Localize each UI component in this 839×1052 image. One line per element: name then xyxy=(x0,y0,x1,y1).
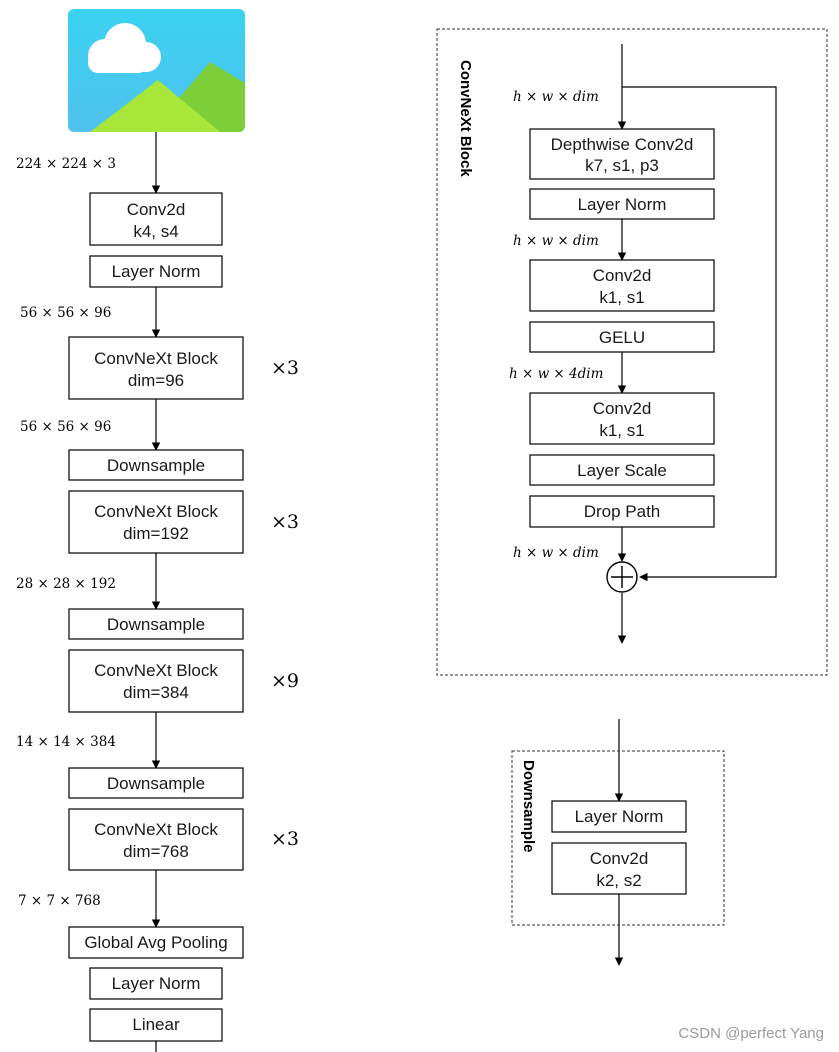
block-dim-label-1: h × w × dim xyxy=(513,89,599,105)
downsample-conv-box: Conv2d k2, s2 xyxy=(551,842,687,895)
convnext-block-panel: ConvNeXt Block h × w × dim h × w × dim h… xyxy=(436,28,828,676)
linear-box: Linear xyxy=(89,1008,223,1042)
input-image-icon xyxy=(68,9,245,132)
block-dim-label-4: h × w × dim xyxy=(513,545,599,561)
stage2-downsample-label: Downsample xyxy=(107,456,205,475)
stage3-multiplier: ×9 xyxy=(271,670,299,692)
stem-conv-box: Conv2d k4, s4 xyxy=(89,192,223,246)
pointwise-conv-2-title: Conv2d xyxy=(593,399,652,418)
stage1-block-dim: dim=96 xyxy=(128,371,184,390)
stage1-in-dim-label: 56 × 56 × 96 xyxy=(20,305,111,321)
stage3-downsample-box: Downsample xyxy=(68,608,244,640)
drop-path-label: Drop Path xyxy=(584,502,661,521)
stem-conv-params: k4, s4 xyxy=(133,222,178,241)
pointwise-conv-2-params: k1, s1 xyxy=(599,421,644,440)
cloud-icon xyxy=(88,23,161,73)
stem-layer-norm-label: Layer Norm xyxy=(112,262,201,281)
mountain-front-icon xyxy=(90,80,220,132)
stage4-multiplier: ×3 xyxy=(271,828,299,850)
depthwise-conv-box: Depthwise Conv2d k7, s1, p3 xyxy=(529,128,715,180)
head-layer-norm-box: Layer Norm xyxy=(89,967,223,1000)
block-dim-label-3: h × w × 4dim xyxy=(509,366,603,382)
stage3-downsample-label: Downsample xyxy=(107,615,205,634)
pointwise-conv-2-box: Conv2d k1, s1 xyxy=(529,392,715,445)
stage3-out-dim-label: 14 × 14 × 384 xyxy=(16,734,116,750)
stage4-block-dim: dim=768 xyxy=(123,842,189,861)
stage3-block-title: ConvNeXt Block xyxy=(94,661,218,680)
global-avg-pooling-label: Global Avg Pooling xyxy=(84,933,227,952)
downsample-conv-params: k2, s2 xyxy=(596,871,641,890)
gelu-box: GELU xyxy=(529,321,715,353)
stage2-downsample-box: Downsample xyxy=(68,449,244,481)
pointwise-conv-1-box: Conv2d k1, s1 xyxy=(529,259,715,312)
linear-label: Linear xyxy=(132,1015,180,1034)
downsample-panel: Downsample Layer Norm Conv2d k2, s2 xyxy=(511,719,725,966)
stage4-downsample-label: Downsample xyxy=(107,774,205,793)
stage3-block-dim: dim=384 xyxy=(123,683,189,702)
stage1-block-title: ConvNeXt Block xyxy=(94,349,218,368)
block-layer-norm-box: Layer Norm xyxy=(529,188,715,220)
downsample-layer-norm-label: Layer Norm xyxy=(575,807,664,826)
stage1-block-box: ConvNeXt Block dim=96 xyxy=(68,336,244,400)
block-layer-norm-label: Layer Norm xyxy=(578,195,667,214)
stage1-multiplier: ×3 xyxy=(271,357,299,379)
stage3-block-box: ConvNeXt Block dim=384 xyxy=(68,649,244,713)
stage2-multiplier: ×3 xyxy=(271,511,299,533)
stage2-block-box: ConvNeXt Block dim=192 xyxy=(68,490,244,554)
stage4-downsample-box: Downsample xyxy=(68,767,244,799)
stage1-out-dim-label: 56 × 56 × 96 xyxy=(20,419,111,435)
global-avg-pooling-box: Global Avg Pooling xyxy=(68,926,244,959)
block-dim-label-2: h × w × dim xyxy=(513,233,599,249)
layer-scale-box: Layer Scale xyxy=(529,454,715,486)
stem-conv-title: Conv2d xyxy=(127,200,186,219)
convnext-block-title: ConvNeXt Block xyxy=(457,60,474,177)
downsample-layer-norm-box: Layer Norm xyxy=(551,800,687,833)
stage4-block-box: ConvNeXt Block dim=768 xyxy=(68,808,244,871)
stage4-block-title: ConvNeXt Block xyxy=(94,820,218,839)
stage4-out-dim-label: 7 × 7 × 768 xyxy=(18,893,101,909)
depthwise-conv-title: Depthwise Conv2d xyxy=(551,135,694,154)
stage2-out-dim-label: 28 × 28 × 192 xyxy=(16,576,116,592)
downsample-conv-title: Conv2d xyxy=(590,849,649,868)
pointwise-conv-1-params: k1, s1 xyxy=(599,288,644,307)
drop-path-box: Drop Path xyxy=(529,495,715,528)
watermark: CSDN @perfect Yang xyxy=(678,1025,824,1042)
downsample-panel-title: Downsample xyxy=(520,760,537,853)
add-icon xyxy=(606,561,638,593)
depthwise-conv-params: k7, s1, p3 xyxy=(585,156,659,175)
stage2-block-title: ConvNeXt Block xyxy=(94,502,218,521)
stage2-block-dim: dim=192 xyxy=(123,524,189,543)
head-layer-norm-label: Layer Norm xyxy=(112,974,201,993)
layer-scale-label: Layer Scale xyxy=(577,461,667,480)
pointwise-conv-1-title: Conv2d xyxy=(593,266,652,285)
convnext-block-connectors xyxy=(617,44,777,644)
input-dim-label: 224 × 224 × 3 xyxy=(16,156,116,172)
stem-layer-norm-box: Layer Norm xyxy=(89,255,223,288)
gelu-label: GELU xyxy=(599,328,645,347)
